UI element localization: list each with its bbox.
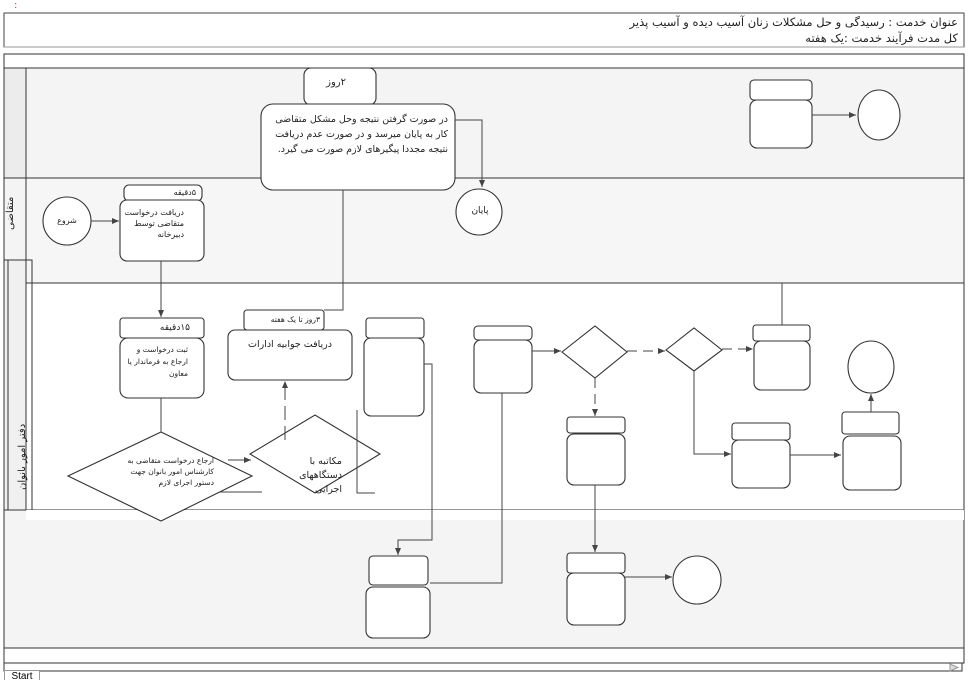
receive-reply-text: دریافت جوابیه ادارات (248, 339, 332, 350)
lane-label-women-affairs: دفتر امور بانوان (17, 423, 28, 490)
shapes (42, 67, 902, 639)
service-title: عنوان خدمت : رسیدگی و حل مشکلات زنان آسی… (629, 15, 958, 29)
five-min-label: ۵دقیقه (173, 188, 196, 197)
horizontal-scrollbar (3, 662, 963, 672)
register-request-text: ثبت درخواست و ارجاع به فرماندار یا معاون (127, 345, 189, 378)
marker-text: : (14, 0, 18, 11)
start-label: شروع (57, 216, 77, 225)
service-duration: کل مدت فرآیند خدمت :یک هفته (805, 31, 958, 45)
result-note: در صورت گرفتن نتیجه وحل مشکل متقاضی کار … (275, 114, 448, 155)
three-days-week-label: ۳روز تا یک هفته (270, 315, 320, 324)
connectors (91, 112, 874, 584)
fifteen-min-label: ۱۵دقیقه (159, 323, 190, 333)
lane-label-applicant: متقاضی (5, 196, 16, 230)
refer-decision-text: ارجاع درخواست متقاضی به کارشناس امور بان… (127, 456, 214, 487)
start-page-tab[interactable]: Start (4, 670, 40, 680)
lane-4 (3, 509, 965, 649)
lane-1 (3, 67, 965, 179)
correspondence-text: مکاتبه با دستگاههای اجرایی (299, 456, 342, 495)
two-days-label: ۲روز (326, 77, 346, 88)
end-label: پایان (471, 206, 489, 216)
receive-request-text: دریافت درخواست متقاضی توسط دبیرخانه (124, 208, 184, 239)
